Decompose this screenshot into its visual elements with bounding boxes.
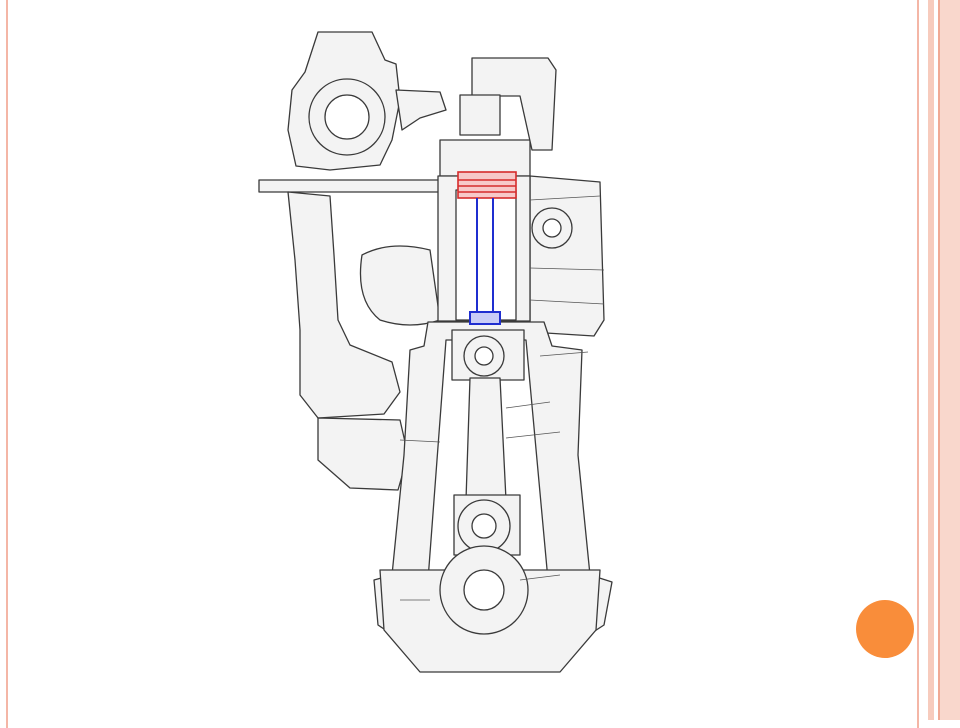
accent-circle	[856, 600, 914, 658]
piston-rod	[469, 198, 501, 325]
side-bar-inner	[928, 0, 934, 720]
connecting-rod	[465, 377, 507, 501]
exhaust-pipe	[395, 89, 447, 131]
fuel-pump-housing	[529, 175, 605, 337]
slide-frame	[6, 0, 919, 728]
scavenge-air-duct	[287, 191, 401, 419]
piston	[457, 171, 517, 199]
platform-bar	[258, 179, 445, 193]
scavenge-air-receiver	[359, 245, 441, 326]
side-bar-outer	[938, 0, 960, 720]
cylinder-head	[439, 139, 531, 177]
leader-lines	[399, 195, 605, 601]
